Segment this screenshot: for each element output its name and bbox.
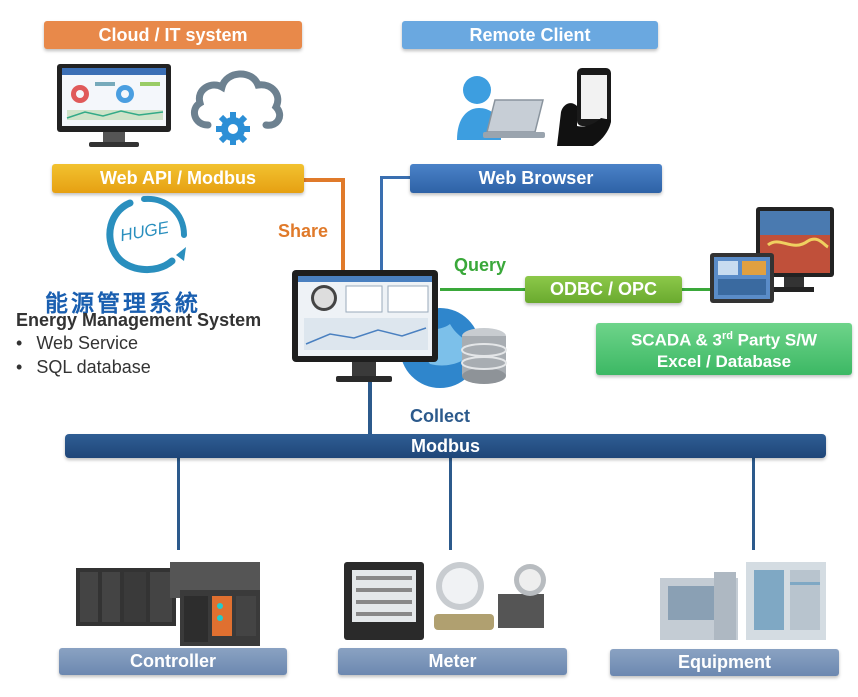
ems-english-title: Energy Management System [16,310,262,330]
collect-label: Collect [410,406,471,426]
bullet-dot: • [16,357,23,377]
browser-line-v [380,176,383,270]
meter-drop [449,458,452,550]
browser-line-h [380,176,410,179]
bullet-text: SQL database [36,357,151,377]
web-api-modbus-label: Web API / Modbus [52,164,304,193]
scada-line1: SCADA & 3rd Party S/W [630,330,818,350]
huge-logo-icon [106,195,187,274]
controller-drop [177,458,180,550]
laptop-user-icon [457,76,545,140]
share-line-v [341,178,345,270]
scada-monitors-icon [710,207,834,303]
ems-chinese-title: 能源管理系統 [45,290,201,316]
controller-plc-icon [76,562,260,646]
share-label: Share [278,221,329,241]
scada-line2: Excel / Database [656,351,792,371]
cloud-it-system-label: Cloud / IT system [44,21,302,49]
equipment-drop [752,458,755,550]
remote-client-label: Remote Client [402,21,658,49]
meter-label: Meter [338,648,567,675]
web-browser-label: Web Browser [410,164,662,193]
scada-3rd-party-box: SCADA & 3rd Party S/W Excel / Database [596,323,852,375]
collect-line [368,380,372,434]
ems-bullet-web-service: • Web Service [16,333,138,354]
share-line-h [303,178,345,182]
odbc-opc-label: ODBC / OPC [525,276,682,303]
modbus-bus-bar: Modbus [65,434,826,458]
ems-server-monitor-icon [292,270,507,388]
bullet-text: Web Service [36,333,139,353]
query-label: Query [454,255,507,275]
industrial-equipment-icon [660,562,826,640]
equipment-label: Equipment [610,649,839,676]
smartphone-hand-icon [557,68,611,146]
dashboard-monitor-icon [57,64,171,147]
cloud-gear-icon [190,70,284,145]
controller-label: Controller [59,648,287,675]
power-meter-icon [344,562,546,640]
bullet-dot: • [16,333,23,353]
ems-bullet-sql-database: • SQL database [16,357,151,378]
